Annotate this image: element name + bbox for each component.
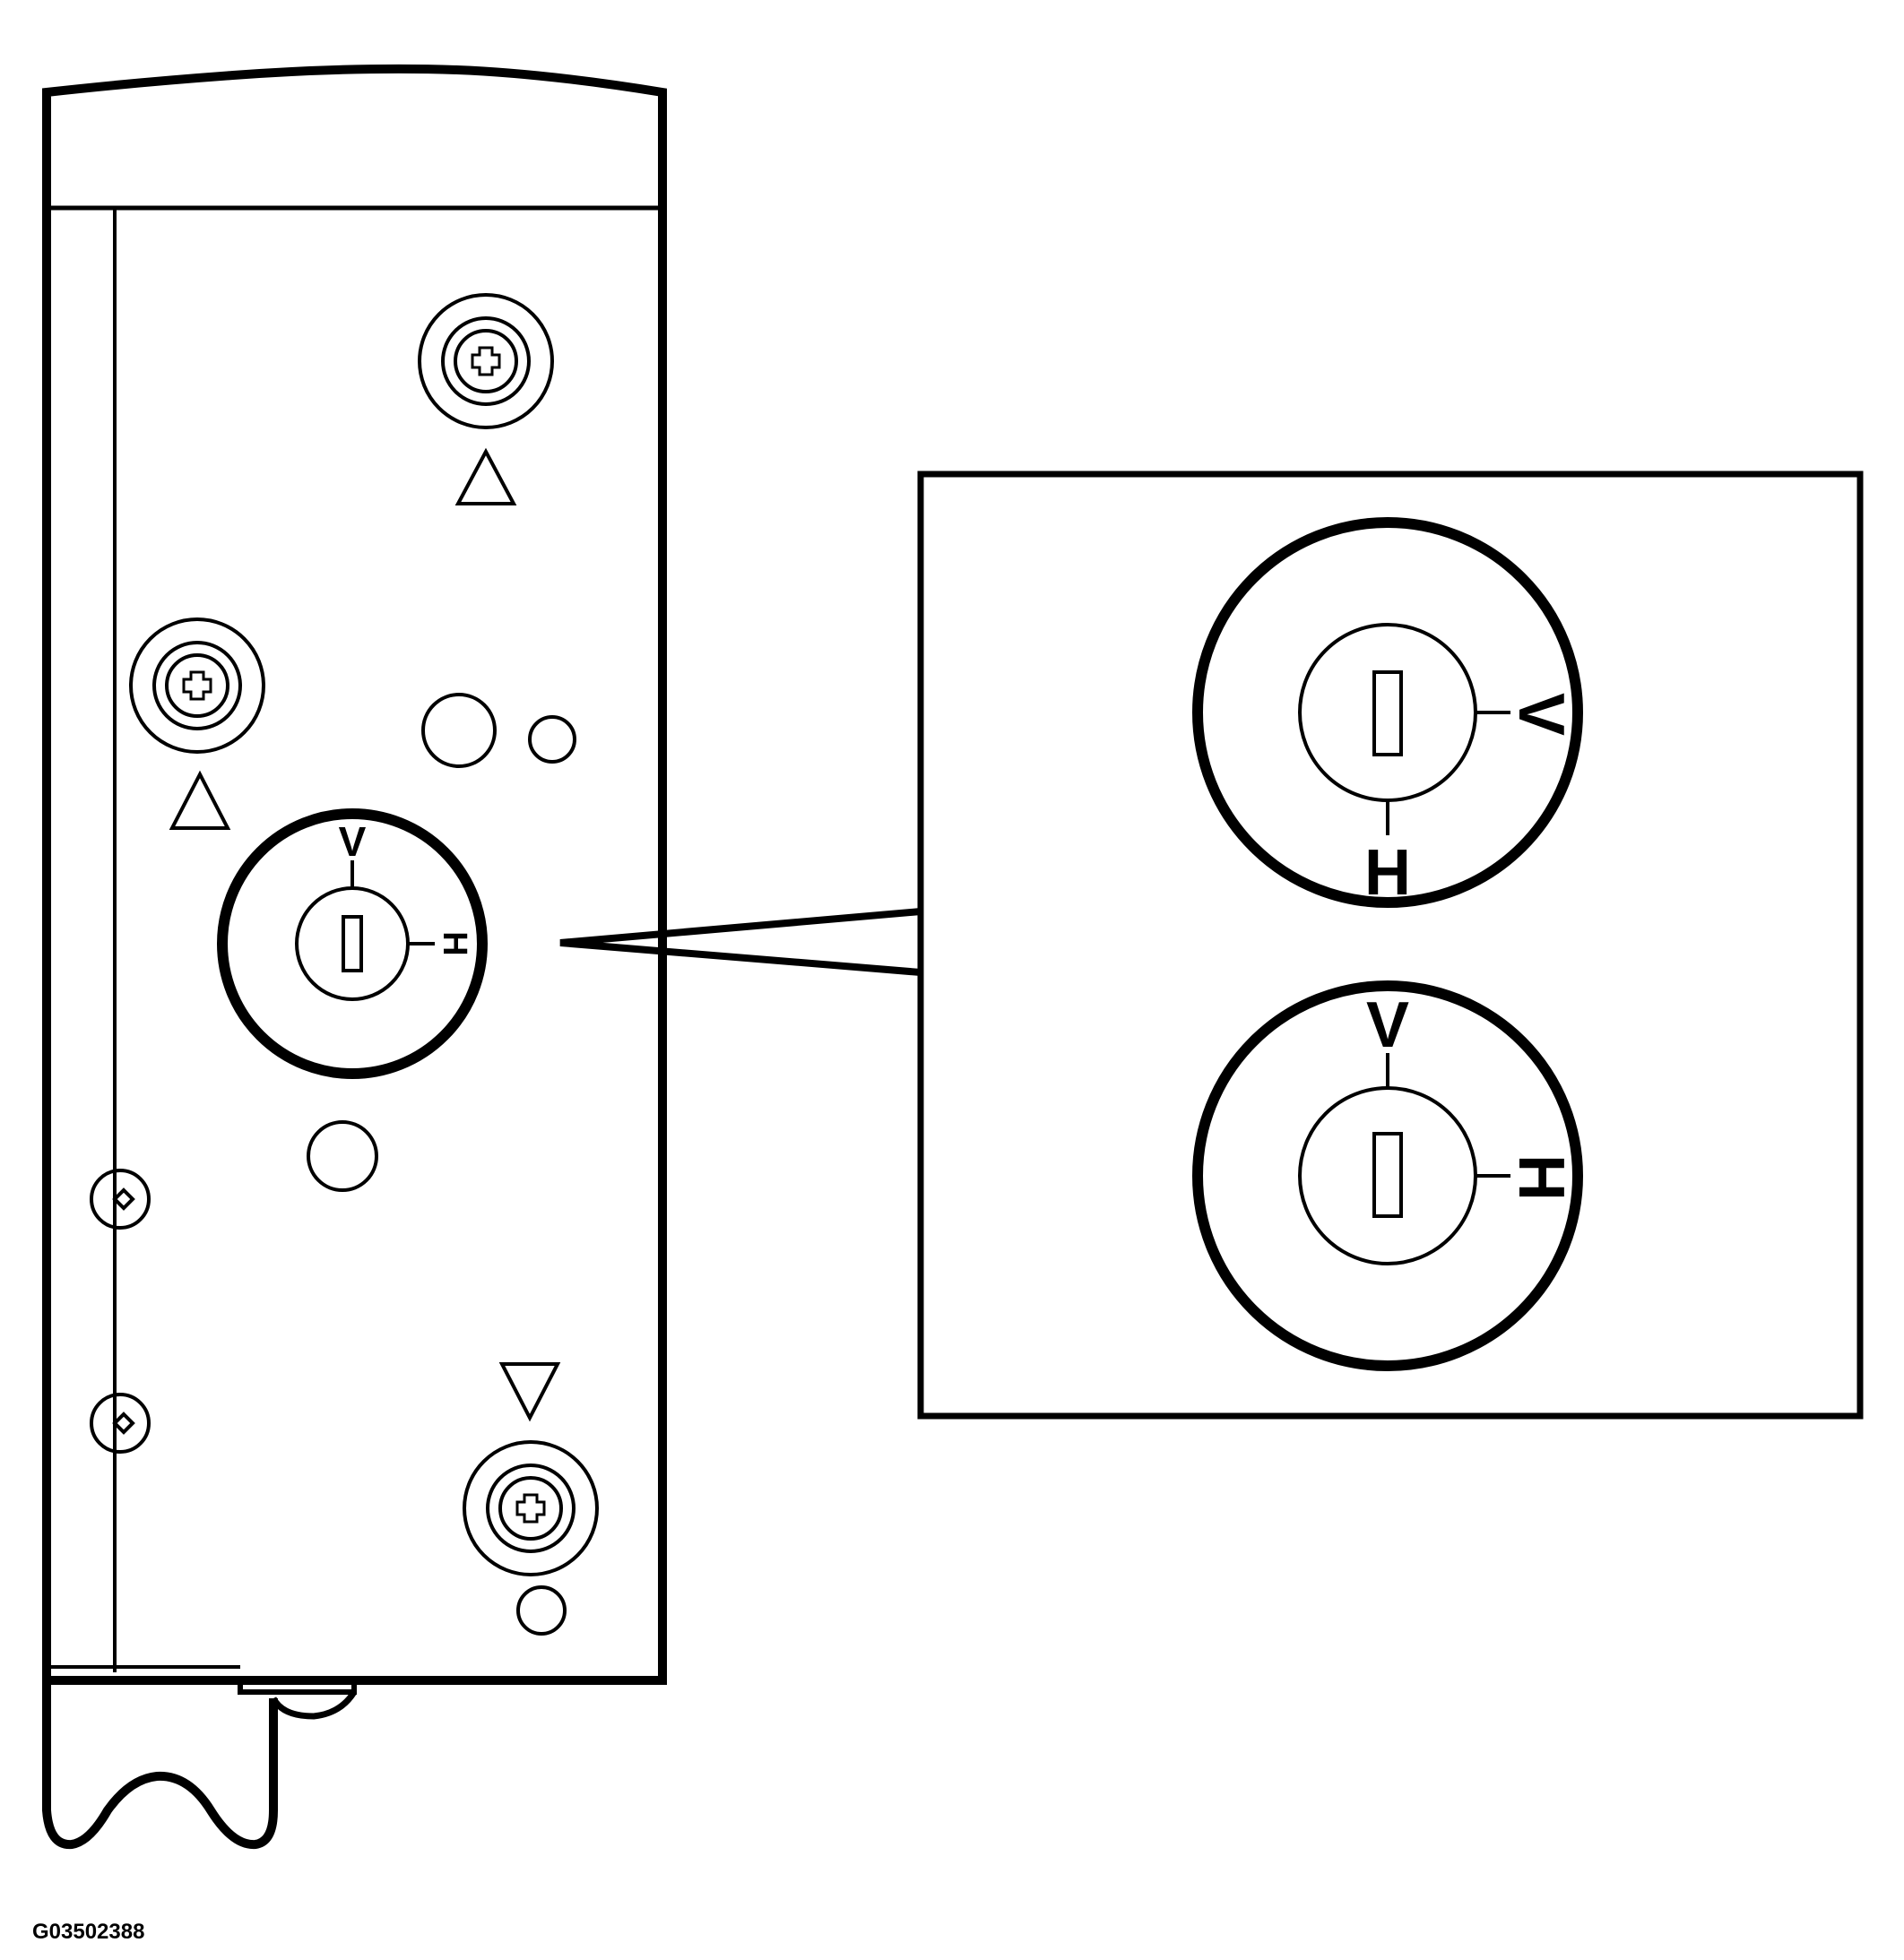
bracket-hook — [270, 1690, 357, 1720]
clip-lower — [90, 1393, 151, 1454]
callout-pointer — [559, 908, 922, 976]
screw-top-middle-ring — [441, 316, 531, 406]
housing-holes — [307, 693, 576, 1636]
clip-upper — [90, 1169, 151, 1230]
bracket-tab — [238, 1680, 357, 1695]
upper-outer-ring — [1192, 517, 1583, 908]
screw-left-middle-ring — [152, 641, 242, 730]
diamond-icon — [112, 1187, 135, 1211]
hole-small — [516, 1585, 567, 1636]
hole-large — [421, 693, 497, 768]
detail-inset: V H V H — [917, 471, 1864, 1420]
figure-id: G03502388 — [32, 1920, 145, 1944]
main-aim-adjuster: V H — [217, 808, 488, 1079]
housing-outline — [42, 64, 667, 1685]
lower-h-label: H — [1505, 1154, 1577, 1201]
lower-outer-ring — [1192, 980, 1583, 1371]
diamond-icon — [112, 1412, 135, 1435]
hole-large — [307, 1120, 378, 1192]
phillips-cross-icon — [515, 1493, 546, 1524]
arrow-up-icon — [454, 447, 517, 505]
phillips-cross-icon — [471, 346, 501, 376]
screw-bottom — [463, 1440, 599, 1576]
arrow-down-icon — [498, 1362, 561, 1422]
inset-adjuster-lower: V H — [1192, 980, 1583, 1371]
main-adjuster-outer-ring — [217, 808, 488, 1079]
main-adjuster-inner-circle — [295, 886, 410, 1001]
inset-frame — [917, 471, 1864, 1420]
upper-v-label: V — [1505, 693, 1577, 736]
lower-v-label: V — [1366, 989, 1409, 1061]
inset-adjuster-upper: V H — [1192, 517, 1583, 909]
screw-top — [418, 293, 554, 429]
arrow-up-icon — [169, 770, 231, 830]
screw-top-outer-ring — [418, 293, 554, 429]
screw-bottom-middle-ring — [486, 1464, 576, 1553]
upper-adjuster-slot — [1372, 670, 1403, 756]
upper-h-label: H — [1364, 837, 1411, 909]
edge-clips — [90, 1169, 151, 1454]
main-h-label: H — [436, 931, 473, 955]
main-adjuster-slot — [342, 915, 363, 972]
main-v-label: V — [339, 818, 367, 865]
mounting-bracket — [42, 1676, 278, 1850]
screw-left-outer-ring — [129, 617, 265, 754]
screw-top-head — [454, 329, 518, 393]
screw-left-head — [165, 653, 229, 718]
screw-bottom-head — [498, 1476, 563, 1541]
screw-left — [129, 617, 265, 754]
phillips-cross-icon — [182, 670, 212, 701]
headlamp-housing — [42, 64, 667, 1850]
hole-small — [528, 715, 576, 764]
lower-adjuster-slot — [1372, 1132, 1403, 1218]
screw-bottom-outer-ring — [463, 1440, 599, 1576]
